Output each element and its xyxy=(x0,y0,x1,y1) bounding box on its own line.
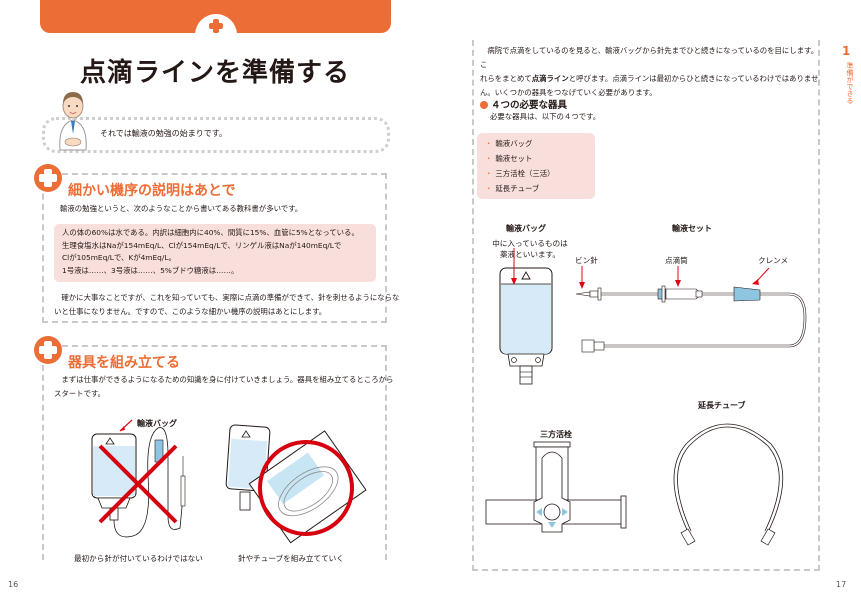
paragraph-line: 病院で点滴をしているのを見ると、輸液バッグから針先までひと続きになっているのを目… xyxy=(480,46,819,69)
spike-label: ビン針 xyxy=(575,256,598,265)
packaged-parts-illustration xyxy=(225,424,367,544)
section2-paragraph: まずは仕事ができるようになるための知識を身に付けていきましょう。器具を組み立てる… xyxy=(54,373,393,401)
list-item: ・延長チューブ xyxy=(477,181,595,196)
orange-dot-icon xyxy=(480,101,488,109)
chapter-label: 準備ができる xyxy=(846,62,854,104)
page-number-right: 17 xyxy=(836,580,847,589)
term-iv-line: 点滴ライン xyxy=(531,74,569,83)
page-title: 点滴ラインを準備する xyxy=(79,58,350,88)
list-item: ・輸液セット xyxy=(477,151,595,166)
content-box xyxy=(472,40,820,571)
chapter-number: 1 xyxy=(842,44,851,58)
left-page: 点滴ラインを準備する それでは輸液の勉強の始まりです。 細かい機序の説明はあとで… xyxy=(0,0,430,608)
speech-text: それでは輸液の勉強の始まりです。 xyxy=(100,129,227,138)
subsection-heading-text: ４つの必要な器具 xyxy=(491,100,568,111)
page-number-left: 16 xyxy=(8,580,19,589)
caption-assemble-parts: 針やチューブを組み立てていく xyxy=(238,554,344,563)
subsection-lead: 必要な器具は、以下の４つです。 xyxy=(490,112,601,121)
caption-not-preassembled: 最初から針が付いているわけではない xyxy=(74,554,203,563)
extension-tube-title: 延長チューブ xyxy=(698,401,746,410)
subsection-heading: ４つの必要な器具 xyxy=(480,97,567,111)
example-line: Clが105mEq/Lで、Kが4mEq/L。 xyxy=(62,253,176,262)
paragraph-line: ん。いくつかの器具をつなげていく必要があります。 xyxy=(480,88,657,97)
list-item-label: 輸液バッグ xyxy=(495,139,533,148)
speech-bubble xyxy=(42,117,390,153)
section-box-details xyxy=(42,173,387,323)
iv-set-title: 輸液セット xyxy=(672,224,712,233)
text-fragment: と呼びます。点滴ラインは最初からひと続きになっているわけではありませ xyxy=(568,74,819,83)
paragraph-line: れらをまとめて点滴ラインと呼びます。点滴ラインは最初からひと続きになっているわけ… xyxy=(480,72,825,86)
doctor-icon xyxy=(59,92,87,151)
example-box xyxy=(54,224,376,282)
drip-chamber-label: 点滴筒 xyxy=(665,256,688,265)
iv-bag-illustration xyxy=(499,248,553,385)
plus-circle-icon xyxy=(34,164,62,192)
three-way-stopcock-illustration xyxy=(485,441,627,533)
roller-clamp-label: クレンメ xyxy=(758,256,789,265)
paragraph-line: いと仕事になりません。ですので、このような細かい機序の説明はあとにします。 xyxy=(54,307,327,316)
iv-set-illustration xyxy=(575,266,807,353)
note-line: 薬液といいます。 xyxy=(500,250,560,259)
section1-paragraph: 確かに大事なことですが、これを知っていても、実際に点滴の準備ができて、針を刺せる… xyxy=(54,291,399,319)
section-heading-details: 細かい機序の説明はあとで xyxy=(68,183,236,199)
intro-paragraph: 病院で点滴をしているのを見ると、輸液バッグから針先までひと続きになっているのを目… xyxy=(480,44,825,100)
right-page: 病院で点滴をしているのを見ると、輸液バッグから針先までひと続きになっているのを目… xyxy=(430,0,861,608)
paragraph-line: スタートです。 xyxy=(54,389,105,398)
equipment-list: ・輸液バッグ ・輸液セット ・三方活栓（三活） ・延長チューブ xyxy=(477,133,595,199)
paragraph-line: 確かに大事なことですが、これを知っていても、実際に点滴の準備ができて、針を刺せる… xyxy=(54,293,400,302)
extension-tube-illustration xyxy=(673,423,784,546)
bullet-icon: ・ xyxy=(485,169,493,178)
list-item: ・三方活栓（三活） xyxy=(477,166,595,181)
note-line: 中に入っているものは xyxy=(492,239,568,248)
section1-lead: 輸液の勉強というと、次のようなことから書いてある教科書が多いです。 xyxy=(60,204,303,213)
paragraph-line: まずは仕事ができるようになるための知識を身に付けていきましょう。器具を組み立てる… xyxy=(54,375,394,384)
example-line: 1号液は……、3号液は……、5%ブドウ糖液は……。 xyxy=(62,265,239,275)
plus-cross-icon xyxy=(207,18,225,36)
example-line: 生理食塩水はNaが154mEq/L、Clが154mEq/Lで、リンゲル液はNaが… xyxy=(62,240,342,250)
bullet-icon: ・ xyxy=(485,139,493,148)
example-text: 人の体の60%は水である。内訳は細胞内に40%、間質に15%、血管に5%となって… xyxy=(62,227,359,277)
assembled-iv-line-illustration xyxy=(91,419,186,538)
plus-circle-icon xyxy=(34,336,62,364)
list-item-label: 三方活栓（三活） xyxy=(495,169,555,178)
iv-bag-title: 輸液バッグ xyxy=(506,224,546,233)
list-item: ・輸液バッグ xyxy=(477,136,595,151)
section-box-assemble xyxy=(42,345,387,560)
example-line: 人の体の60%は水である。内訳は細胞内に40%、間質に15%、血管に5%となって… xyxy=(62,228,359,237)
text-fragment: れらをまとめて xyxy=(480,74,532,83)
list-item-label: 延長チューブ xyxy=(495,184,540,193)
iv-bag-label: 輸液バッグ xyxy=(137,419,177,428)
bullet-icon: ・ xyxy=(485,154,493,163)
stopcock-title: 三方活栓 xyxy=(540,430,572,439)
list-item-label: 輸液セット xyxy=(495,154,533,163)
section-heading-assemble: 器具を組み立てる xyxy=(68,355,180,371)
iv-bag-note: 中に入っているものは 薬液といいます。 xyxy=(490,238,570,260)
bullet-icon: ・ xyxy=(485,184,493,193)
